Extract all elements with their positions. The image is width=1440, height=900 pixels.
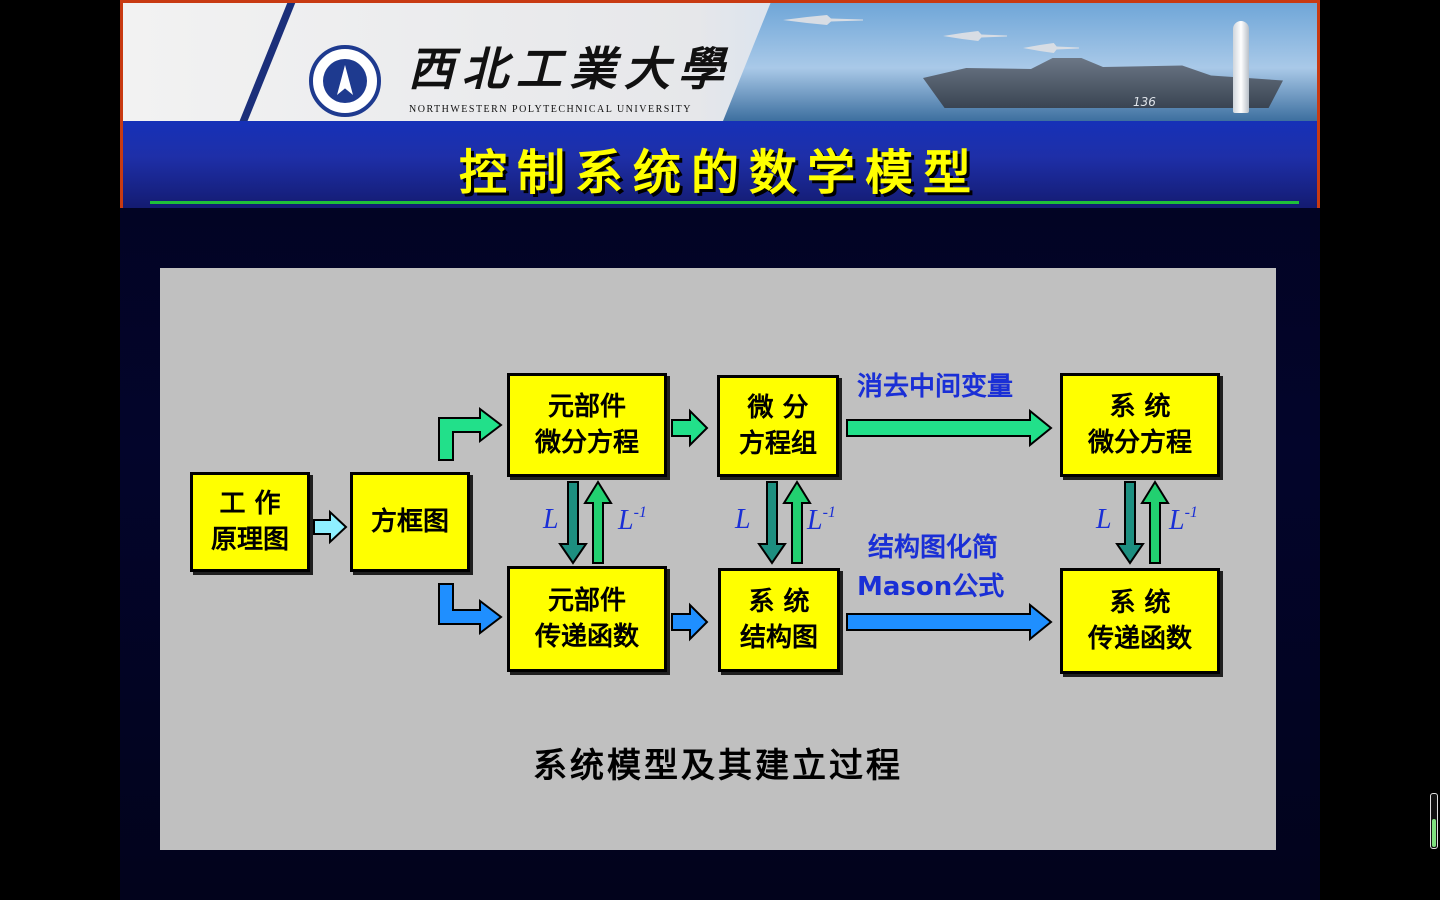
laplace-down-arrow-3 [1115,481,1145,565]
box-component-diff-eq: 元部件 微分方程 [507,373,667,477]
fighter-jet-icon [1023,43,1079,53]
university-name-cn: 西北工業大學 [408,42,732,96]
inverse-superscript: -1 [822,504,836,521]
university-name-en: NORTHWESTERN POLYTECHNICAL UNIVERSITY [409,104,692,115]
box-line: 系 统 [1109,392,1171,422]
label-eliminate-variables: 消去中间变量 [857,372,1014,402]
slide-banner: 136 西北工業大學 NORTHWESTERN POLYTECHNICAL UN… [120,0,1320,208]
label-inverse-laplace: L-1 [1169,504,1198,537]
title-underline [150,201,1299,204]
fighter-jet-icon [783,15,863,25]
box-line: 系 统 [1109,588,1171,618]
label-structure-simplify: 结构图化简 [868,533,999,563]
label-inverse-laplace: L-1 [618,504,647,537]
box-line: 原理图 [210,525,289,555]
box-line: 微 分 [747,393,809,423]
box-working-principle: 工 作 原理图 [190,472,310,572]
inverse-superscript: -1 [633,504,647,521]
box-line: 方框图 [370,507,449,537]
arrow-diff-eq-to-set [671,408,709,448]
box-line: 元部件 [547,392,626,422]
banner-image: 136 西北工業大學 NORTHWESTERN POLYTECHNICAL UN… [123,3,1317,143]
arrow-mason-formula [846,602,1053,642]
ship-number: 136 [1133,95,1156,109]
box-line: 传递函数 [1087,624,1192,654]
box-line: 微分方程 [534,428,639,458]
laplace-down-arrow-1 [558,481,588,565]
arrow-block-to-diff-eq [438,406,503,461]
slide-title: 控制系统的数学模型 [458,145,981,201]
box-line: 结构图 [739,623,818,653]
inverse-laplace-up-arrow-1 [583,480,613,564]
label-laplace: L [543,504,559,535]
arrow-block-to-transfer-fn [438,583,503,636]
box-line: 元部件 [547,586,626,616]
diagram-caption: 系统模型及其建立过程 [533,746,903,786]
label-inverse-laplace: L-1 [807,504,836,537]
label-laplace: L [1096,504,1112,535]
diagram-panel: 工 作 原理图 方框图 元部件 微分方程 微 分 方程组 系 统 微分方程 元部… [160,268,1276,850]
inverse-superscript: -1 [1184,504,1198,521]
arrow-principle-to-block [313,509,348,545]
box-diff-eq-set: 微 分 方程组 [717,375,839,477]
inverse-laplace-symbol: L [807,505,823,536]
box-line: 传递函数 [534,622,639,652]
label-mason-formula: Mason公式 [857,572,1005,602]
box-system-structure: 系 统 结构图 [718,568,840,672]
inverse-laplace-symbol: L [1169,505,1185,536]
label-laplace: L [735,504,751,535]
box-line: 系 统 [748,587,810,617]
box-system-transfer-fn: 系 统 传递函数 [1060,568,1220,674]
laplace-down-arrow-2 [757,481,787,565]
box-line: 微分方程 [1087,428,1192,458]
box-component-transfer-fn: 元部件 传递函数 [507,566,667,672]
box-block-diagram: 方框图 [350,472,470,572]
box-line: 方程组 [738,429,817,459]
box-system-diff-eq: 系 统 微分方程 [1060,373,1220,477]
university-logo-icon [309,45,381,117]
box-line: 工 作 [219,489,281,519]
title-bar: 控制系统的数学模型 [123,121,1317,208]
fighter-jet-icon [943,31,1007,41]
diagram-arrows [313,406,1170,642]
inverse-laplace-up-arrow-2 [782,480,812,564]
arrow-transfer-fn-to-structure [671,602,709,642]
arrow-eliminate-variables [846,408,1053,448]
rocket-icon [1233,21,1249,113]
inverse-laplace-symbol: L [618,505,634,536]
inverse-laplace-up-arrow-3 [1140,480,1170,564]
scroll-indicator[interactable] [1430,793,1438,849]
